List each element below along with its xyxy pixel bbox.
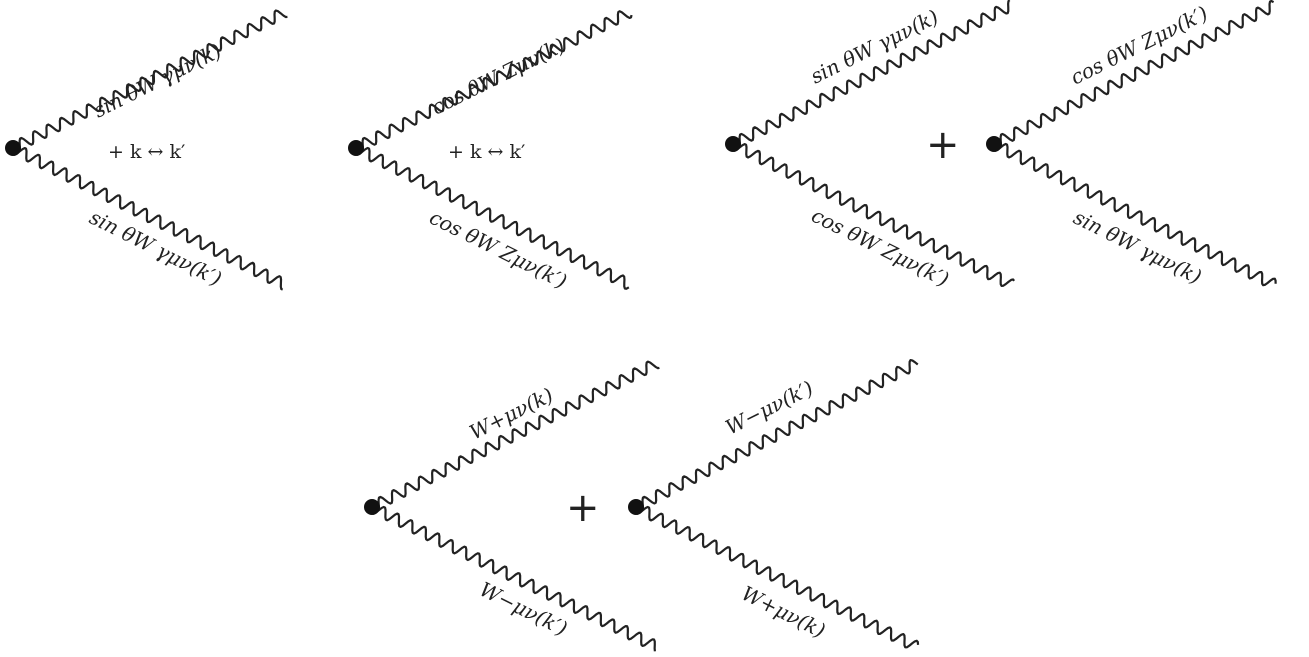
- plus-sign: +: [926, 122, 960, 168]
- vertex-dot: [364, 499, 380, 515]
- boson-line-lower: [370, 505, 656, 652]
- vertex-dot: [986, 136, 1002, 152]
- exchange-term: + k ↔ k′: [108, 141, 185, 163]
- lower-boson-label: sin θW γμν(k): [1070, 205, 1206, 289]
- vertex-diagram-3: sin θW γμν(k) cos θW Zμν(k′): [725, 0, 1016, 291]
- upper-boson-label: W−μν(k′): [722, 376, 818, 440]
- boson-line-lower: [992, 142, 1277, 287]
- vertex-dot: [725, 136, 741, 152]
- lower-boson-label: W+μν(k): [738, 581, 829, 643]
- boson-line-upper: [371, 360, 660, 512]
- upper-boson-label: W+μν(k): [466, 383, 557, 445]
- boson-line-upper: [12, 9, 288, 153]
- boson-line-lower: [634, 505, 920, 649]
- boson-line-upper: [355, 10, 633, 153]
- boson-line-lower: [731, 142, 1016, 287]
- vertex-diagram-1: sin θW γμν(k) sin θW γμν(k′) + k ↔ k′: [5, 9, 288, 291]
- vertex-diagram-6: W−μν(k′) W+μν(k): [628, 359, 920, 649]
- boson-line-upper: [635, 359, 919, 512]
- boson-line-lower: [354, 146, 630, 290]
- exchange-term: + k ↔ k′: [448, 141, 525, 163]
- boson-line-upper: [993, 0, 1275, 149]
- vertex-dot: [5, 140, 21, 156]
- vertex-dot: [628, 499, 644, 515]
- plus-sign: +: [566, 485, 600, 531]
- boson-line-upper: [732, 0, 1011, 149]
- vertex-dot: [348, 140, 364, 156]
- vertex-diagram-4: cos θW Zμν(k′) sin θW γμν(k): [986, 0, 1277, 289]
- vertex-diagram-5: W+μν(k) W−μν(k′): [364, 360, 660, 652]
- vertex-diagram-2: cos θW Zμν(k) cos θW Zμν(k′) + k ↔ k′: [348, 10, 633, 293]
- upper-boson-label: cos θW Zμν(k): [428, 33, 569, 119]
- upper-boson-label: sin θW γμν(k): [90, 39, 226, 123]
- boson-line-lower: [11, 146, 284, 291]
